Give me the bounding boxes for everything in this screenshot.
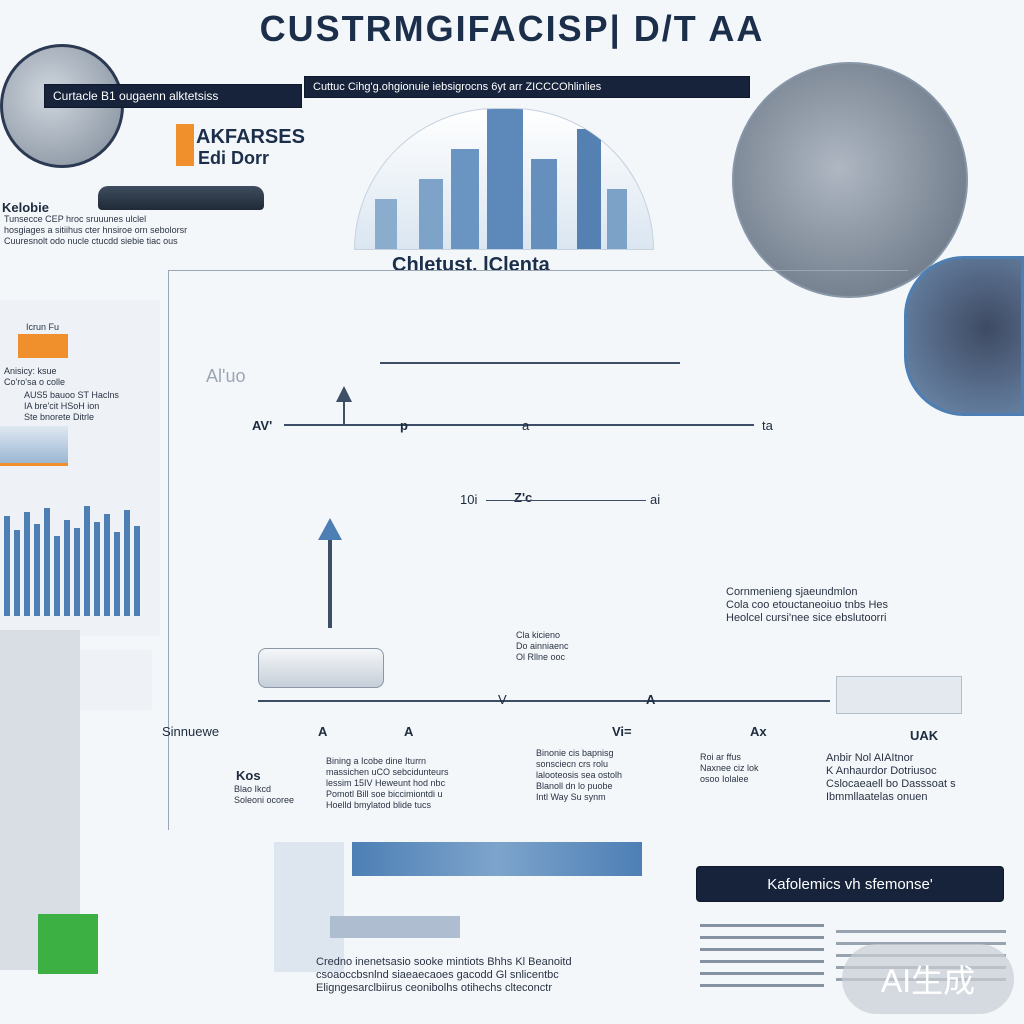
orange-accent	[176, 124, 194, 166]
axis-p-label: p	[400, 418, 408, 433]
axis-a-label: a	[522, 418, 530, 433]
page-title: CUSTRMGIFACISP| D/T AA	[259, 8, 765, 49]
flow-label-5: A	[646, 692, 656, 707]
heading-line2: Edi Dorr	[198, 148, 270, 168]
ship-image	[98, 186, 264, 210]
left-block-label: Kelobie	[2, 200, 49, 215]
flow-label-4: V	[498, 692, 507, 707]
flow-label-1: Sinnuewe	[162, 724, 220, 739]
banner-left: Curtacle B1 ougaenn alktetsiss	[44, 84, 302, 108]
right-caption: Cornmenieng sjaeundmlon Cola coo etoucta…	[726, 586, 889, 624]
mid-line	[486, 500, 646, 501]
bottom-label: Kafolemics vh sfemonse'	[696, 866, 1004, 902]
diagram-frame-top	[168, 270, 908, 271]
axis-line	[284, 424, 754, 426]
left-lower-panel	[0, 630, 80, 970]
globe-icon-right	[732, 62, 968, 298]
up-arrow-shaft	[343, 400, 345, 424]
flow-label-7: Ax	[750, 724, 767, 739]
cap-c: Binonie cis bapnisg sonsciecn crs rolu l…	[536, 748, 623, 802]
router-icon	[258, 648, 384, 688]
cap-d: Roi ar ffus Naxnee ciz lok osoo Iolalee	[700, 752, 759, 784]
left-block-caption: Tunsecce CEP hroc sruuunes ulclel hosgia…	[4, 214, 188, 246]
left-column: Icrun Fu Anisicy: ksue Co'ro'sa o colle …	[0, 300, 160, 636]
left-item1-title: Icrun Fu	[26, 322, 60, 332]
row1-label-left: Al'uo	[206, 366, 246, 386]
bottom-bar-image	[352, 842, 642, 876]
axis-left-label: AV'	[252, 418, 273, 433]
cap-e: Anbir Nol AIAItnor K Anhaurdor Dotriusoc…	[826, 752, 956, 803]
green-block	[38, 914, 98, 974]
cap-a-title: Kos	[236, 768, 261, 783]
device-image	[836, 676, 962, 714]
bottom-text: Credno inenetsasio sooke mintiots Bhhs K…	[316, 956, 572, 994]
heading-line1: AKFARSES	[196, 126, 305, 148]
mid-left-label: 10i	[460, 492, 478, 507]
row1-line	[380, 362, 680, 364]
banner-center: Cuttuc Cihg'g.ohgionuie iebsigrocns 6yt …	[304, 76, 750, 98]
mini-chart	[0, 426, 68, 466]
gauge-icon	[904, 256, 1024, 416]
bottom-bar-image-2	[330, 916, 460, 938]
city-image	[354, 108, 654, 250]
flow-line	[258, 700, 830, 702]
flow-label-3: A	[404, 724, 414, 739]
mid-center-label: Z'c	[514, 490, 533, 505]
axis-right-label: ta	[762, 418, 773, 433]
watermark-badge: AI生成	[842, 944, 1014, 1014]
cap-b: Bining a Icobe dine Iturrn massichen uCO…	[326, 756, 449, 810]
orange-tag	[18, 334, 68, 358]
flow-label-2: A	[318, 724, 328, 739]
up-arrow-icon	[336, 386, 352, 402]
antenna-icon	[328, 522, 332, 628]
left-item2-text: AUS5 bauoo ST Haclns IA bre'cit HSoH ion…	[24, 390, 119, 422]
right-table-1	[700, 924, 824, 990]
flow-label-6: Vi=	[612, 724, 632, 739]
center-caption: Cla kicieno Do ainniaenc Ol Rllne ooc	[516, 630, 569, 662]
bar-chart	[0, 500, 150, 616]
city-caption: Chletust. lClenta	[392, 254, 550, 276]
left-lower-panel-2	[80, 650, 152, 710]
diagram-frame	[168, 270, 169, 830]
bottom-strip-panel	[274, 842, 344, 972]
antenna-top-icon	[318, 518, 342, 540]
left-item1-text: Anisicy: ksue Co'ro'sa o colle	[4, 366, 65, 387]
mid-right-label: ai	[650, 492, 661, 507]
cap-a: Blao Ikcd Soleoni ocoree	[234, 784, 295, 805]
flow-label-8: UAK	[910, 728, 939, 743]
